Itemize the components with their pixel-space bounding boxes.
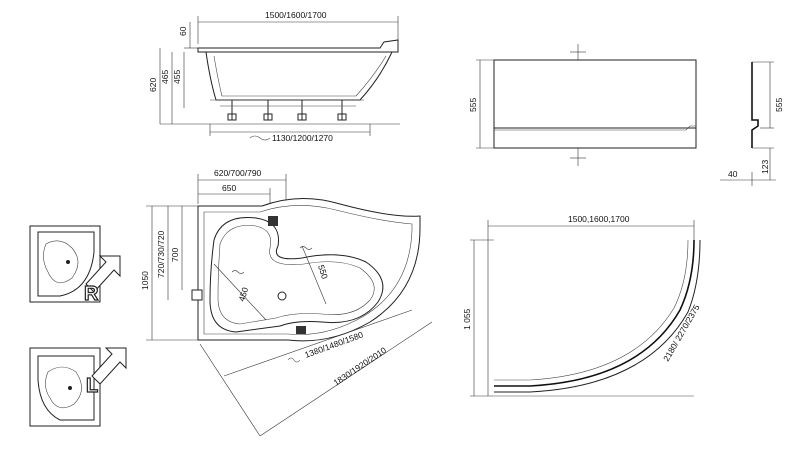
- orientation-right-label: R: [84, 283, 99, 305]
- curved-panel-outer: [494, 239, 695, 387]
- side-panel-profile: 555 123 40: [720, 61, 784, 186]
- label-depth-left: 720/730/720: [156, 230, 166, 278]
- label-side-panel-height: 555: [774, 98, 784, 112]
- drain-icon: [277, 291, 287, 301]
- label-bottom-width: 1130/1200/1270: [272, 133, 333, 143]
- orientation-right: R: [29, 225, 121, 306]
- headrest-icon: [296, 326, 306, 334]
- label-side-panel-base: 123: [760, 160, 770, 174]
- label-basin-depth: 550: [316, 264, 330, 281]
- label-height-inner: 455: [172, 70, 182, 84]
- label-curved-arc: 2180/ 2270/2375: [661, 303, 702, 363]
- label-inner-short: 650: [222, 183, 236, 193]
- bathtub-rim: [197, 39, 399, 53]
- arrow-right-icon: [85, 255, 121, 293]
- label-height-total: 620: [148, 78, 158, 92]
- label-rim-height: 60: [178, 26, 188, 36]
- front-panel: [493, 59, 697, 149]
- curved-panel-view: 1500,1600,1700 1 055 2180/ 2270/2375: [462, 214, 702, 397]
- overflow-icon: [191, 289, 203, 301]
- label-height-mid: 465: [160, 70, 170, 84]
- bathtub-body: [205, 51, 393, 101]
- label-front-panel-height: 555: [468, 98, 478, 112]
- faucet-icon: [268, 216, 278, 226]
- tub-basin: [209, 216, 384, 333]
- label-basin-width: 450: [236, 286, 250, 303]
- label-curved-width: 1500,1600,1700: [568, 214, 630, 224]
- arrow-left-icon: [91, 347, 127, 385]
- panel-profile: [751, 62, 759, 148]
- label-inner-width: 620/700/790: [214, 168, 262, 178]
- orientation-left: L: [29, 347, 127, 427]
- bathtub-legs: [220, 100, 356, 121]
- label-curved-depth: 1 055: [462, 308, 472, 330]
- plan-view: 620/700/790 650 450 550 1050 720/730/720…: [140, 168, 433, 437]
- front-panel-view: 555: [468, 44, 697, 166]
- orientation-left-label: L: [86, 375, 98, 397]
- label-depth-total: 1050: [140, 271, 150, 290]
- label-diag-outer: 1830/1920/2010: [332, 345, 389, 388]
- tub-outline: [197, 197, 421, 342]
- label-top-width: 1500/1600/1700: [265, 10, 327, 20]
- side-view: 1500/1600/1700 620 465 455 60: [148, 10, 400, 143]
- label-depth-mid: 700: [170, 248, 180, 262]
- label-side-panel-depth: 40: [728, 169, 738, 179]
